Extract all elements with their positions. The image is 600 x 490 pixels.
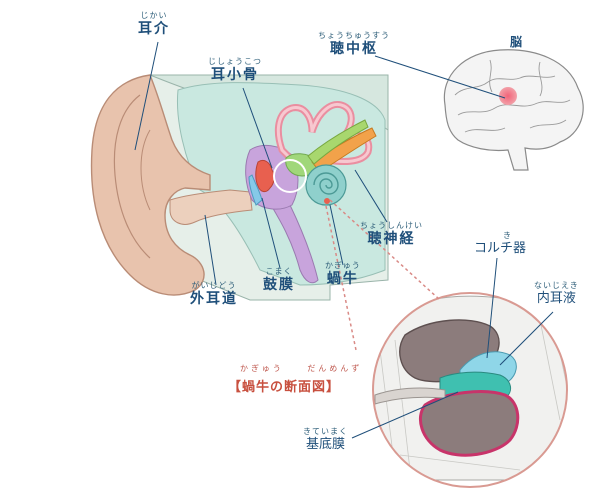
auditory-center-spot xyxy=(499,87,517,105)
leader-naijieki xyxy=(499,311,554,366)
label-komaku-text: 鼓膜 xyxy=(263,277,295,293)
label-gaijidou: がいじどう 外耳道 xyxy=(190,281,238,307)
label-jikai: じかい 耳介 xyxy=(138,11,170,37)
label-jishoukotsu-ruby: じしょうこつ xyxy=(208,57,262,66)
label-komaku: こまく 鼓膜 xyxy=(263,267,295,293)
vestibular-nerve xyxy=(307,119,369,165)
label-choochusu-ruby: ちょうちゅうすう xyxy=(318,31,390,40)
label-section-ruby-1: かぎゅう xyxy=(240,364,284,373)
label-choochusu-text: 聴中枢 xyxy=(330,41,378,57)
cochlea-section-marker xyxy=(324,198,330,204)
label-kochuuki-ruby: き xyxy=(503,231,513,240)
label-jishoukotsu-text: 耳小骨 xyxy=(211,67,259,83)
label-nou-text: 脳 xyxy=(510,35,525,49)
cochlea-spiral xyxy=(313,172,339,195)
label-section-ruby-2: だんめんず xyxy=(307,364,363,373)
label-section-text: 【蝸牛の断面図】 xyxy=(228,380,341,395)
leader-kiteimaku xyxy=(351,391,459,439)
inset-guide-lower xyxy=(325,205,357,351)
label-komaku-ruby: こまく xyxy=(265,267,293,276)
eustachian-tube xyxy=(266,199,319,284)
ossicles xyxy=(255,159,275,193)
bone-hatching xyxy=(379,319,567,471)
inset-border xyxy=(372,292,568,488)
label-choushinkei-text: 聴神経 xyxy=(367,231,416,247)
pinna-fold xyxy=(113,94,151,259)
leader-jikai xyxy=(134,41,159,151)
label-kagyuu-text: 蝸牛 xyxy=(326,271,359,287)
eardrum xyxy=(248,174,263,206)
scala-tympani xyxy=(419,390,520,457)
label-choochusu: ちょうちゅうすう 聴中枢 xyxy=(318,31,390,57)
leader-choushinkei xyxy=(354,169,388,223)
label-jikai-ruby: じかい xyxy=(140,11,168,20)
label-jishoukotsu: じしょうこつ 耳小骨 xyxy=(208,57,262,83)
brain-folds xyxy=(454,59,571,133)
label-jikai-text: 耳介 xyxy=(138,21,170,37)
label-kochuuki: き コルチ器 xyxy=(474,231,527,256)
inset-guide-upper xyxy=(329,199,441,301)
label-section-title: かぎゅう だんめんず 【蝸牛の断面図】 xyxy=(228,363,362,395)
pinna-inner-fold xyxy=(140,129,151,211)
label-naijieki: ないじえき 内耳液 xyxy=(534,281,579,306)
label-choushinkei: ちょうしんけい 聴神経 xyxy=(360,221,423,247)
leader-kagyuu xyxy=(329,204,344,266)
label-naijieki-text: 内耳液 xyxy=(536,291,576,306)
leader-kochuuki xyxy=(486,257,498,359)
label-kiteimaku-text: 基底膜 xyxy=(305,437,345,452)
label-naijieki-ruby: ないじえき xyxy=(534,281,579,290)
label-kiteimaku: きていまく 基底膜 xyxy=(303,427,348,452)
label-nou: 脳 xyxy=(510,36,524,48)
label-kagyuu-ruby: かぎゅう xyxy=(325,261,361,270)
ear-canal xyxy=(169,189,253,225)
label-kochuuki-text: コルチ器 xyxy=(474,241,527,256)
pinna xyxy=(90,74,211,296)
brain-outline xyxy=(443,49,584,171)
cochlea-section-inset xyxy=(372,292,568,488)
leader-gaijidou xyxy=(204,214,217,286)
label-section-ruby: かぎゅう だんめんず xyxy=(228,363,362,374)
brain-illustration xyxy=(443,49,584,171)
label-kiteimaku-ruby: きていまく xyxy=(303,427,348,436)
ossicle-highlight-ring xyxy=(273,159,307,193)
label-gaijidou-ruby: がいじどう xyxy=(191,281,237,290)
label-gaijidou-text: 外耳道 xyxy=(190,291,238,307)
leader-jishoukotsu xyxy=(242,87,273,169)
label-kagyuu: かぎゅう 蝸牛 xyxy=(325,261,361,287)
leader-komaku xyxy=(261,197,281,269)
leader-choochusu xyxy=(374,55,506,99)
label-choushinkei-ruby: ちょうしんけい xyxy=(360,221,423,230)
